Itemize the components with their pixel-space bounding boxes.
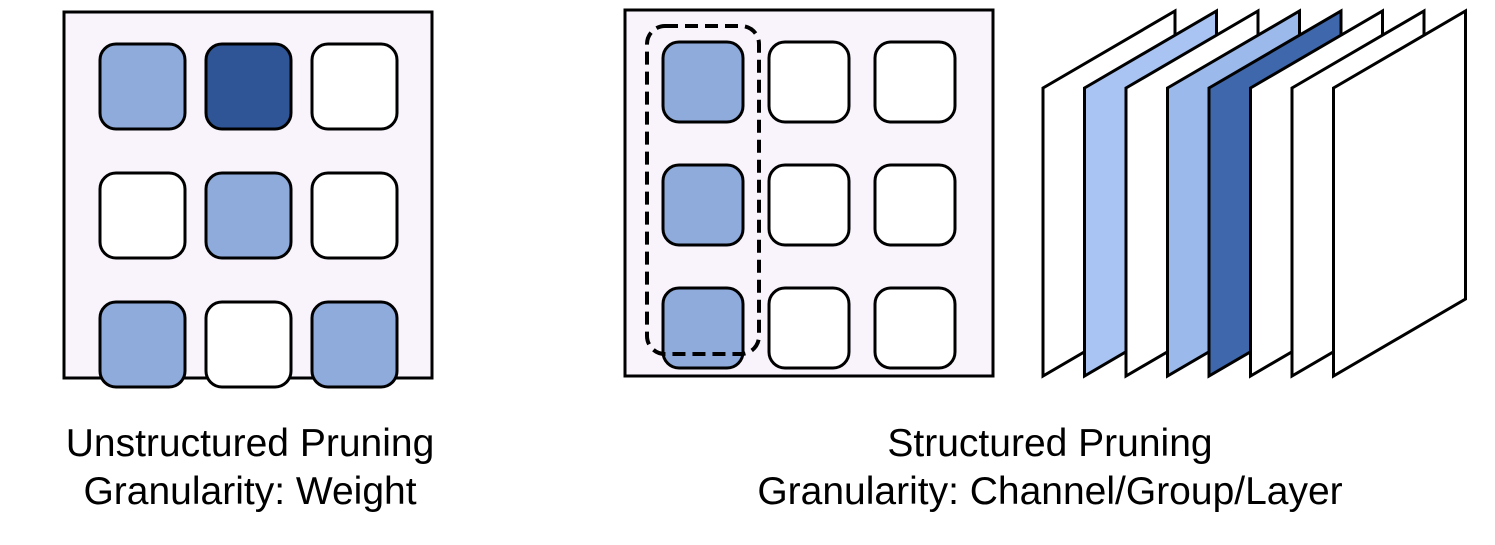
unstructured-cell-r0-c0 <box>98 42 187 131</box>
structured-cell-r2-c2 <box>873 286 957 370</box>
structured-granularity: Granularity: Channel/Group/Layer <box>757 470 1343 513</box>
channel-layer-stack <box>1041 8 1467 379</box>
structured-cell-r2-c1 <box>767 286 851 370</box>
structured-cell-r0-c2 <box>873 40 957 124</box>
unstructured-cell-r1-c2 <box>310 171 399 260</box>
structured-cell-r0-c0 <box>661 40 745 124</box>
structured-caption: Structured Pruning Granularity: Channel/… <box>680 420 1420 516</box>
unstructured-cell-r2-c1 <box>204 300 293 389</box>
unstructured-cell-r2-c0 <box>98 300 187 389</box>
structured-cell-r0-c1 <box>767 40 851 124</box>
structured-cell-r1-c0 <box>661 163 745 247</box>
unstructured-caption: Unstructured Pruning Granularity: Weight <box>30 420 470 516</box>
structured-cell-r1-c2 <box>873 163 957 247</box>
selected-channel-outline <box>645 24 761 356</box>
channel-sheet-8 <box>1332 8 1467 379</box>
unstructured-granularity: Granularity: Weight <box>83 470 417 513</box>
unstructured-cell-r1-c1 <box>204 171 293 260</box>
structured-cell-r1-c1 <box>767 163 851 247</box>
unstructured-weight-matrix <box>62 10 434 389</box>
unstructured-cell-r2-c2 <box>310 300 399 389</box>
unstructured-cell-r0-c1 <box>204 42 293 131</box>
structured-title: Structured Pruning <box>887 422 1213 465</box>
unstructured-title: Unstructured Pruning <box>65 422 435 465</box>
unstructured-cell-r1-c0 <box>98 171 187 260</box>
structured-cell-r2-c0 <box>661 286 745 370</box>
unstructured-cell-r0-c2 <box>310 42 399 131</box>
structured-weight-matrix <box>623 8 995 378</box>
